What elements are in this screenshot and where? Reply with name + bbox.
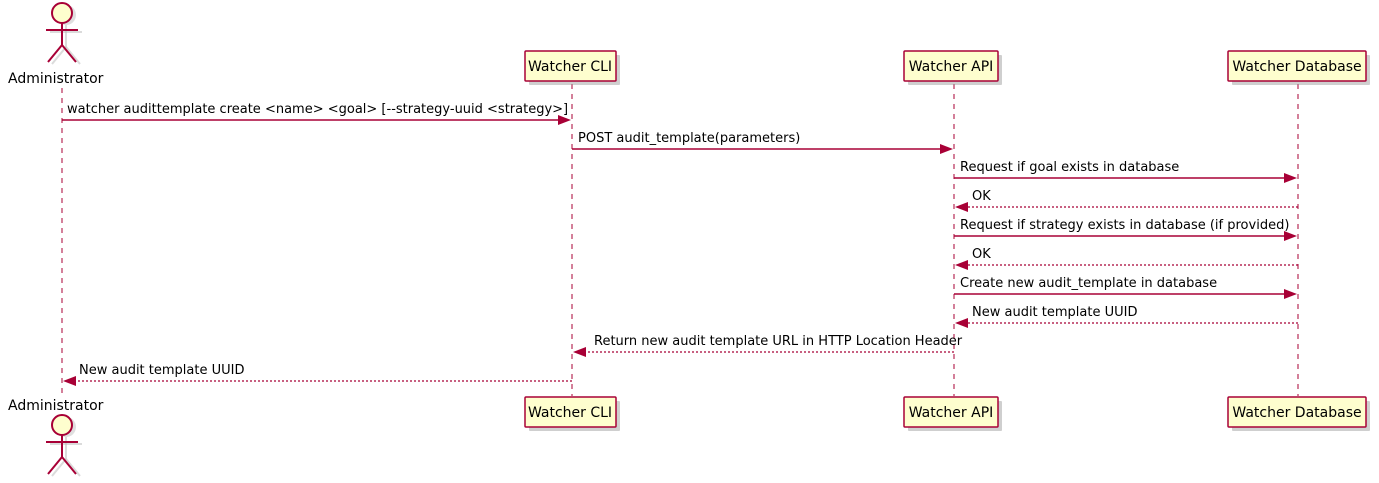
participant-label-watcher-database-bottom: Watcher Database — [1232, 405, 1361, 421]
message-2-label: POST audit_template(parameters) — [578, 131, 800, 146]
message-2-arrowhead — [940, 144, 953, 154]
message-7-label: Create new audit_template in database — [960, 276, 1217, 291]
participant-label-watcher-api-top: Watcher API — [909, 59, 994, 75]
message-3-label: Request if goal exists in database — [960, 160, 1179, 175]
box-fill — [1227, 396, 1367, 428]
actor-leg-left — [47, 44, 63, 63]
participant-box-watcher-database-bottom[interactable]: Watcher Database — [1227, 396, 1370, 431]
message-10-arrowhead — [63, 376, 76, 386]
message-3[interactable]: Request if goal exists in database — [954, 160, 1297, 183]
actor-leg-l-shadow — [51, 458, 67, 477]
actor-head-icon — [51, 414, 73, 436]
message-9-label: Return new audit template URL in HTTP Lo… — [594, 334, 963, 349]
actor-leg-right — [61, 456, 77, 475]
participant-label-watcher-cli-bottom: Watcher CLI — [528, 405, 612, 421]
actor-leg-l-shadow — [51, 46, 67, 65]
participant-box-watcher-api-top[interactable]: Watcher API — [903, 50, 1002, 85]
message-5[interactable]: Request if strategy exists in database (… — [954, 218, 1297, 241]
message-3-arrowhead — [1284, 173, 1297, 183]
message-1-arrowhead — [558, 115, 571, 125]
message-9[interactable]: Return new audit template URL in HTTP Lo… — [573, 334, 963, 357]
actor-leg-r-shadow — [65, 458, 81, 477]
message-10[interactable]: New audit template UUID — [63, 363, 572, 386]
box-fill — [903, 50, 999, 82]
message-1[interactable]: watcher audittemplate create <name> <goa… — [62, 102, 571, 125]
actor-leg-r-shadow — [65, 46, 81, 65]
participant-label-watcher-database-top: Watcher Database — [1232, 59, 1361, 75]
participant-box-watcher-cli-top[interactable]: Watcher CLI — [524, 50, 620, 85]
actor-head-icon — [51, 2, 73, 24]
message-6-label: OK — [972, 247, 991, 262]
participant-label-watcher-api-bottom: Watcher API — [909, 405, 994, 421]
actor-administrator-bottom[interactable]: Administrator — [8, 398, 104, 477]
message-8[interactable]: New audit template UUID — [955, 305, 1298, 328]
box-fill — [524, 396, 617, 428]
actor-administrator-top[interactable]: Administrator — [8, 2, 104, 87]
participant-label-watcher-cli-top: Watcher CLI — [528, 59, 612, 75]
message-6[interactable]: OK — [955, 247, 1298, 270]
message-1-label: watcher audittemplate create <name> <goa… — [67, 102, 568, 117]
message-8-label: New audit template UUID — [972, 305, 1137, 320]
message-5-arrowhead — [1284, 231, 1297, 241]
message-4-label: OK — [972, 189, 991, 204]
message-8-arrowhead — [955, 318, 968, 328]
actor-label-administrator-top: Administrator — [8, 71, 104, 87]
participant-box-watcher-api-bottom[interactable]: Watcher API — [903, 396, 1002, 431]
message-4[interactable]: OK — [955, 189, 1298, 212]
message-4-arrowhead — [955, 202, 968, 212]
box-fill — [1227, 50, 1367, 82]
box-fill — [903, 396, 999, 428]
lifelines — [61, 84, 1299, 397]
message-10-label: New audit template UUID — [79, 363, 244, 378]
message-5-label: Request if strategy exists in database (… — [960, 218, 1289, 233]
message-7[interactable]: Create new audit_template in database — [954, 276, 1297, 299]
message-2[interactable]: POST audit_template(parameters) — [572, 131, 953, 154]
participant-box-watcher-cli-bottom[interactable]: Watcher CLI — [524, 396, 620, 431]
message-6-arrowhead — [955, 260, 968, 270]
actor-leg-right — [61, 44, 77, 63]
actor-leg-left — [47, 456, 63, 475]
actor-label-administrator-bottom: Administrator — [8, 398, 104, 414]
message-9-arrowhead — [573, 347, 586, 357]
box-fill — [524, 50, 617, 82]
participant-box-watcher-database-top[interactable]: Watcher Database — [1227, 50, 1370, 85]
message-7-arrowhead — [1284, 289, 1297, 299]
